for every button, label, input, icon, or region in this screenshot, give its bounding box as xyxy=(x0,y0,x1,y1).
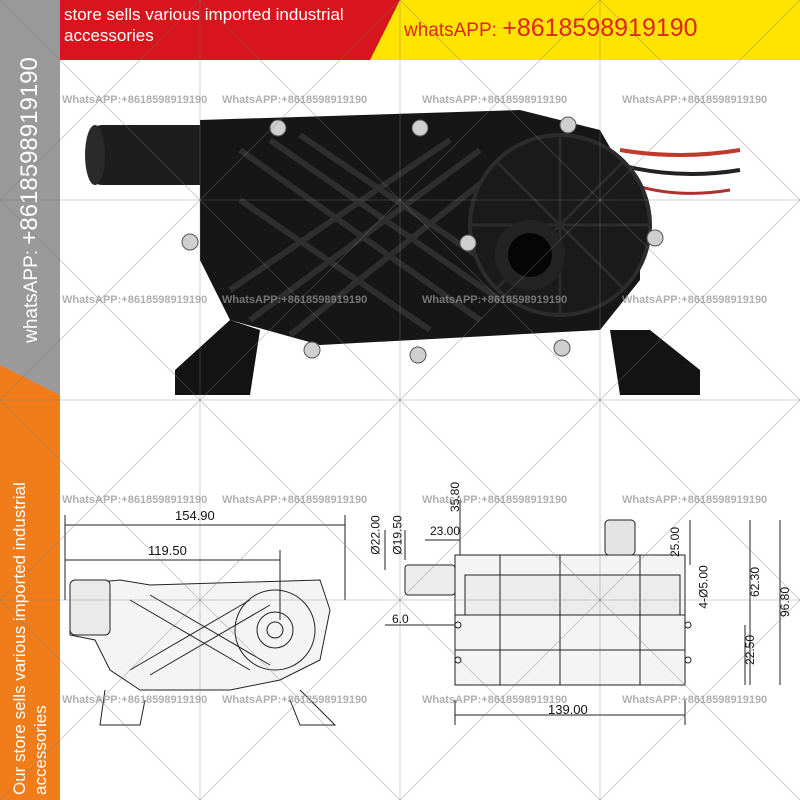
sidebar-orange xyxy=(0,395,60,800)
dim-outlet-outer-dia: Ø22.00 xyxy=(368,515,383,555)
watermark: WhatsAPP:+8618598919190 xyxy=(622,694,768,706)
watermark: WhatsAPP:+8618598919190 xyxy=(62,94,208,106)
dim-cap-height: 25.00 xyxy=(668,526,683,558)
banner-contact-number: +8618598919190 xyxy=(502,14,698,42)
dim-mount-holes: 4-Ø5.00 xyxy=(696,565,711,609)
watermark: WhatsAPP:+8618598919190 xyxy=(62,494,208,506)
banner-red xyxy=(60,0,400,60)
dim-overall-length: 154.90 xyxy=(175,508,215,523)
watermark: WhatsAPP:+8618598919190 xyxy=(622,494,768,506)
dim-hole-spacing: 22.50 xyxy=(743,634,758,666)
watermark: WhatsAPP:+8618598919190 xyxy=(622,294,768,306)
dim-total-height: 96.80 xyxy=(778,586,793,618)
dim-base-length: 139.00 xyxy=(548,702,588,717)
banner-contact: whatsAPP: +8618598919190 xyxy=(404,14,698,43)
dim-top-height: 35.80 xyxy=(448,481,463,513)
watermark: WhatsAPP:+8618598919190 xyxy=(222,494,368,506)
dim-inlet-offset: 23.00 xyxy=(430,524,461,538)
watermark: WhatsAPP:+8618598919190 xyxy=(622,94,768,106)
dim-inlet-length: 119.50 xyxy=(148,543,187,558)
banner-store-text: store sells various imported industrial … xyxy=(64,5,344,45)
watermark: WhatsAPP:+8618598919190 xyxy=(422,94,568,106)
watermark: WhatsAPP:+8618598919190 xyxy=(422,294,568,306)
banner-yellow xyxy=(400,0,800,60)
watermark: WhatsAPP:+8618598919190 xyxy=(62,294,208,306)
dim-nozzle-depth: 6.0 xyxy=(392,612,409,626)
pump-photo xyxy=(85,110,741,395)
banner-contact-label: whatsAPP: xyxy=(404,20,503,41)
watermark: WhatsAPP:+8618598919190 xyxy=(222,94,368,106)
dim-body-height: 62.30 xyxy=(748,566,763,598)
dim-outlet-inner-dia: Ø19.50 xyxy=(390,515,405,555)
sidebar-orange-tip xyxy=(0,365,60,395)
watermark: WhatsAPP:+8618598919190 xyxy=(422,694,568,706)
watermark: WhatsAPP:+8618598919190 xyxy=(62,694,208,706)
banner-yellow-tip xyxy=(370,0,400,60)
watermark: WhatsAPP:+8618598919190 xyxy=(422,494,568,506)
sidebar-gray xyxy=(0,0,60,395)
watermark: WhatsAPP:+8618598919190 xyxy=(222,294,368,306)
watermark: WhatsAPP:+8618598919190 xyxy=(222,694,368,706)
